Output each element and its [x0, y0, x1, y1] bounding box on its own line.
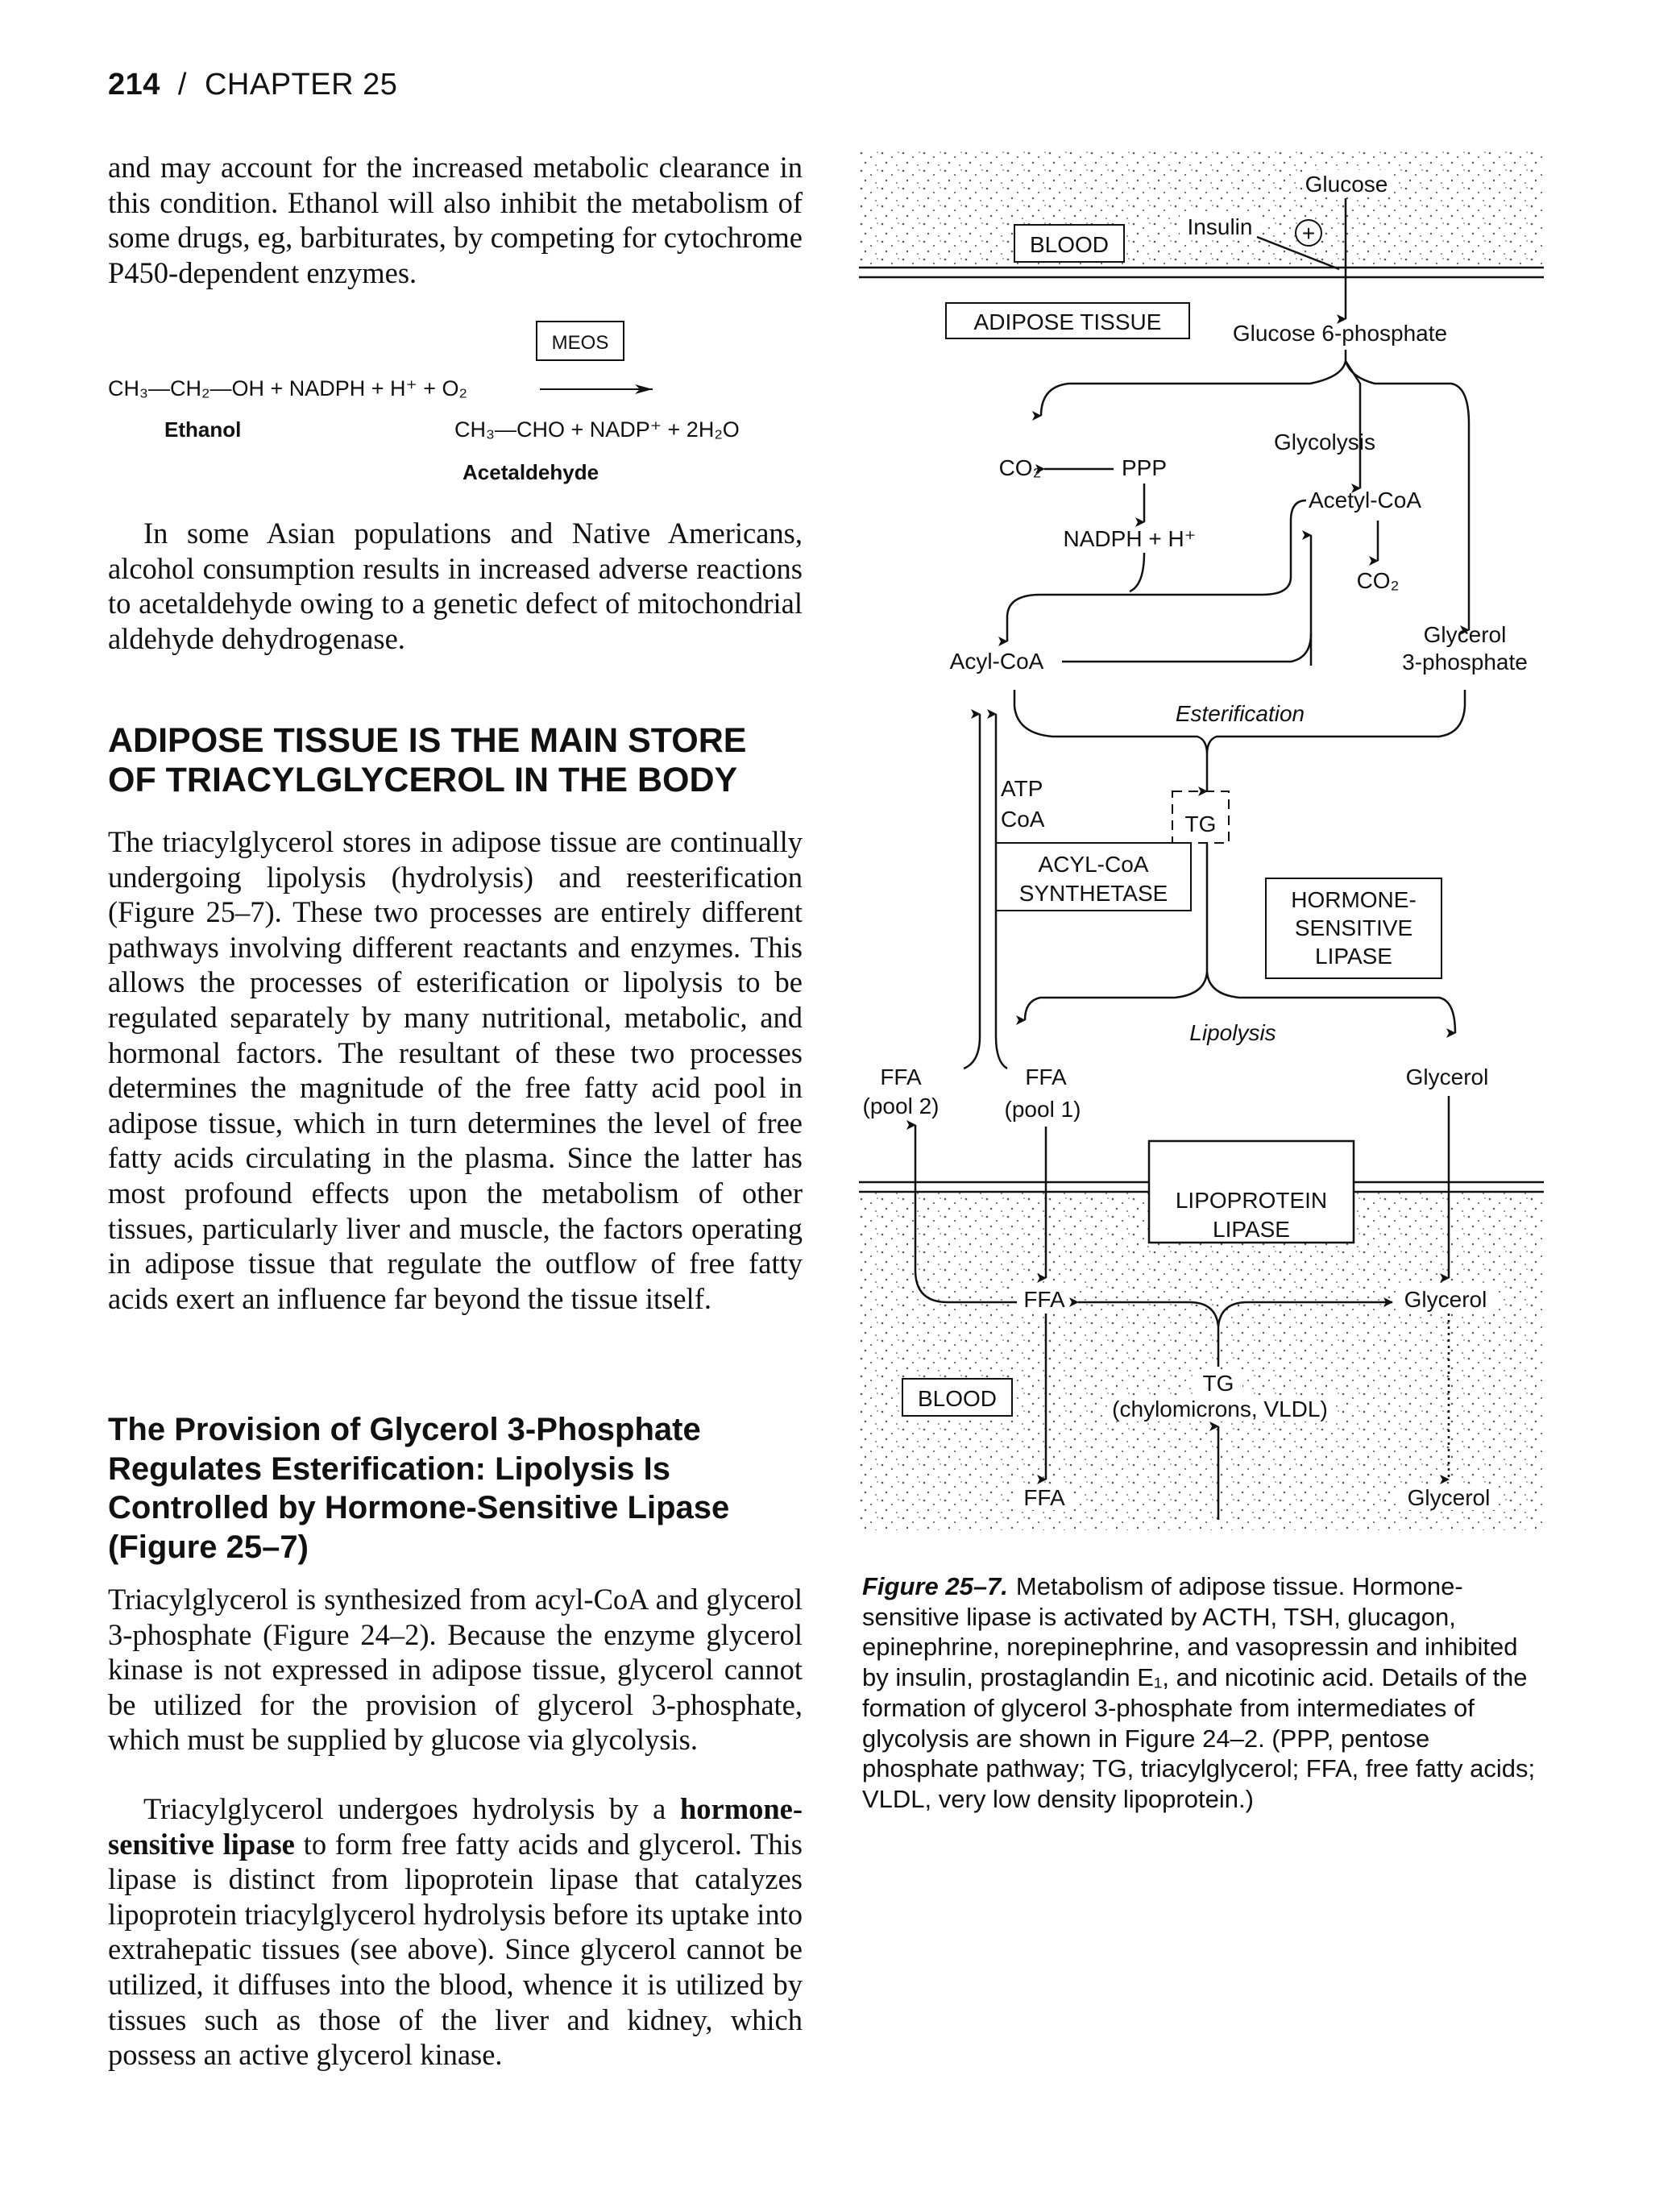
ffa-pool2-line2: (pool 2) [863, 1094, 940, 1118]
esterification-label: Esterification [1176, 701, 1305, 726]
reaction-product: CH₃—CHO + NADP⁺ + 2H₂O [454, 417, 740, 442]
paragraph-1: and may account for the increased metabo… [108, 151, 803, 289]
ffa-pool2-to-acyl-coa-arrow [963, 709, 981, 1070]
glycerol-blood-label: Glycerol [1404, 1287, 1487, 1312]
acyl-coa-synthetase-line2: SYNTHETASE [1019, 881, 1168, 906]
running-head: 214 / CHAPTER 25 [108, 68, 397, 102]
blood-box-top [1014, 224, 1125, 263]
meos-box [536, 321, 624, 361]
esterification-brace [1013, 690, 1466, 755]
glucose-label-bg [1302, 170, 1391, 196]
section-heading: ADIPOSE TISSUE IS THE MAIN STORE OF TRIA… [108, 721, 747, 799]
co2-label: CO₂ [1357, 568, 1400, 593]
glucose-top-label: Glucose [1305, 172, 1388, 197]
nadph-label: NADPH + H⁺ [1064, 526, 1197, 551]
chylomicrons-label: (chylomicrons, VLDL) [1112, 1397, 1328, 1421]
subsection-heading: The Provision of Glycerol 3-Phosphate Re… [108, 1412, 730, 1565]
glycerol-bottom-label-bg [1399, 1484, 1499, 1510]
insulin-label: Insulin [1188, 214, 1253, 239]
figure-caption-label: Figure 25–7. [862, 1572, 1008, 1600]
ethanol-label: Ethanol [164, 417, 241, 442]
reaction-arrow-head [635, 384, 653, 394]
chapter-label: CHAPTER 25 [204, 68, 398, 102]
g6p-to-ppp-arrow [1032, 350, 1347, 421]
lipolysis-to-glycerol-arrow [1205, 971, 1457, 1038]
glycerol-3-phosphate-line1: Glycerol [1424, 622, 1507, 647]
hormone-sensitive-lipase-term: hormone-sensitive lipase [108, 1792, 803, 1861]
blood-region-top [859, 150, 1544, 268]
glycolysis-arrow [1344, 360, 1362, 493]
figure-25-7-diagram: BLOOD Glucose Insulin + ADIPOSE TISSUE G… [859, 150, 1544, 1530]
ffa-blood-label: FFA [1023, 1287, 1065, 1312]
glycerol-3-phosphate-line2: 3-phosphate [1402, 649, 1528, 674]
glycerol-tissue-label: Glycerol [1406, 1064, 1489, 1089]
ffa-blood-label-bg [1015, 1286, 1073, 1312]
figure-caption-text: Metabolism of adipose tissue. Hormone-se… [862, 1572, 1536, 1813]
ffa-uptake-arrow [906, 1120, 1017, 1304]
meos-reaction: MEOS CH₃—CH₂—OH + NADPH + H⁺ + O₂ Ethano… [108, 321, 740, 484]
blood-label-bottom: BLOOD [918, 1386, 997, 1411]
acetaldehyde-label: Acetaldehyde [463, 460, 599, 484]
co2-ppp-label: CO₂ [999, 455, 1042, 480]
acyl-coa-connector [1062, 633, 1313, 663]
hsl-line3: LIPASE [1315, 944, 1392, 969]
atp-label: ATP [1001, 776, 1043, 801]
ffa-pool2-line1: FFA [880, 1064, 922, 1089]
lipoprotein-lipase-box [1147, 1139, 1355, 1244]
chylomicrons-label-bg [1107, 1396, 1333, 1421]
hsl-line1: HORMONE- [1291, 887, 1417, 912]
stimulation-plus-icon [1295, 219, 1322, 247]
ffa-pool1-to-acyl-coa-arrow [987, 709, 1008, 1070]
glycolysis-label: Glycolysis [1274, 430, 1375, 454]
lipolysis-to-ffa-arrow [1016, 843, 1209, 1025]
lpl-line1: LIPOPROTEIN [1176, 1188, 1327, 1213]
hsl-line2: SENSITIVE [1295, 915, 1412, 940]
coa-label: CoA [1001, 807, 1045, 832]
ffa-pool1-line2: (pool 1) [1005, 1097, 1081, 1122]
blood-box-bottom [902, 1378, 1013, 1417]
reaction-substrate: CH₃—CH₂—OH + NADPH + H⁺ + O₂ [108, 376, 467, 400]
figure-caption: Figure 25–7.Metabolism of adipose tissue… [862, 1571, 1544, 1815]
ffa-bottom-label-bg [1017, 1484, 1073, 1510]
adipose-tissue-label: ADIPOSE TISSUE [974, 309, 1162, 334]
adipose-tissue-box [945, 302, 1190, 339]
acyl-coa-synthetase-box [995, 842, 1192, 911]
paragraph-4: Triacylglycerol is synthesized from acyl… [108, 1583, 803, 1757]
acetyl-coa-label: Acetyl-CoA [1309, 488, 1421, 513]
nadph-supply-curve [1129, 552, 1146, 593]
page-number: 214 [108, 68, 160, 102]
hormone-sensitive-lipase-box [1265, 878, 1442, 979]
paragraph-2: In some Asian populations and Native Ame… [108, 517, 803, 655]
paragraph-5: Triacylglycerol undergoes hydrolysis by … [108, 1791, 803, 2073]
tg-label: TG [1185, 811, 1217, 836]
fatty-acid-synthesis-arrow [998, 499, 1307, 646]
acyl-coa-synthetase-line1: ACYL-CoA [1039, 852, 1149, 877]
plus-sign: + [1302, 221, 1315, 246]
lipolysis-label: Lipolysis [1189, 1020, 1276, 1045]
glucose-6-phosphate-label: Glucose 6-phosphate [1233, 321, 1447, 346]
paragraph-5-text: Triacylglycerol undergoes hydrolysis by … [108, 1792, 803, 2072]
lpl-line2: LIPASE [1213, 1217, 1290, 1242]
insulin-label-bg [1180, 214, 1260, 239]
ppp-label: PPP [1122, 455, 1167, 480]
ffa-pool1-line1: FFA [1025, 1064, 1067, 1089]
paragraph-3: The triacylglycerol stores in adipose ti… [108, 825, 803, 1315]
meos-label: MEOS [552, 332, 609, 354]
tg-blood-label-bg [1194, 1370, 1242, 1396]
blood-region-bottom [859, 1192, 1544, 1530]
glycerol-blood-label-bg [1396, 1286, 1495, 1312]
blood-label-top: BLOOD [1030, 232, 1109, 257]
glycerol-bottom-label: Glycerol [1408, 1485, 1491, 1510]
header-separator: / [177, 68, 187, 102]
acyl-coa-label: Acyl-CoA [950, 649, 1044, 674]
lpl-to-glycerol-arrow [1217, 1297, 1393, 1327]
tg-dashed-box [1172, 791, 1230, 844]
ffa-bottom-label: FFA [1023, 1485, 1065, 1510]
tg-blood-label: TG [1203, 1371, 1234, 1396]
insulin-stimulation-line [1256, 235, 1340, 271]
